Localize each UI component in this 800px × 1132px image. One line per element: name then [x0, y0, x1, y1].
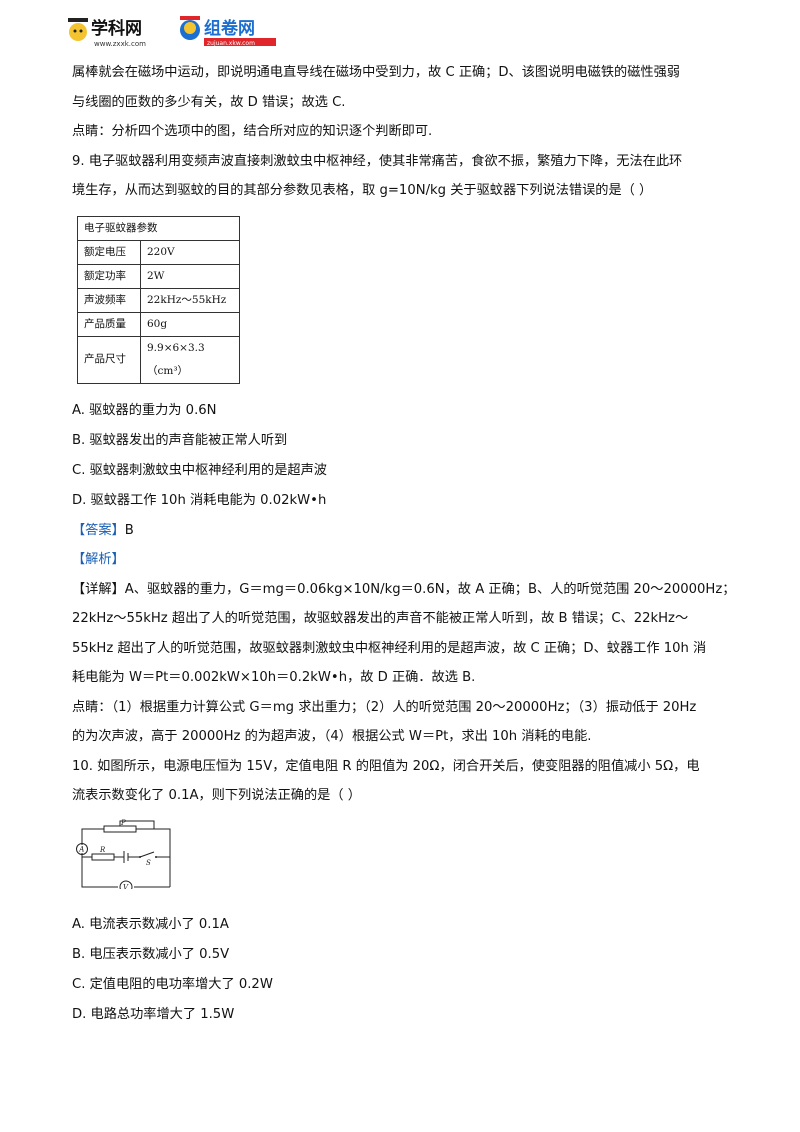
detail-line-2: 22kHz～55kHz 超出了人的听觉范围，故驱蚊器发出的声音不能被正常人听到，…	[72, 611, 689, 626]
q9-option-d: D. 驱蚊器工作 10h 消耗电能为 0.02kW•h	[72, 492, 327, 508]
q10-option-b: B. 电压表示数减小了 0.5V	[72, 947, 230, 962]
svg-text:zujuan.xkw.com: zujuan.xkw.com	[207, 40, 255, 47]
parameter-table: 电子驱蚊器参数 额定电压 220V 额定功率 2W 声波频率 22kHz～55k…	[77, 215, 240, 384]
zxxk-logo: 学科网 www.zxxk.com	[68, 18, 146, 48]
zujuan-logo: 组卷网 zujuan.xkw.com	[180, 16, 276, 47]
row-label: 声波频率	[77, 287, 141, 313]
switch-label: S	[146, 859, 151, 867]
q10-stem-line-2: 流表示数变化了 0.1A，则下列说法正确的是（ ）	[72, 788, 361, 803]
table-row: 产品尺寸 9.9×6×3.3（cm³）	[77, 335, 240, 384]
answer-line: 【答案】B	[72, 516, 732, 546]
svg-text:学科网: 学科网	[91, 18, 142, 39]
row-label: 产品质量	[77, 311, 141, 337]
ammeter-label: A	[78, 845, 84, 853]
q9-stem-line-2: 境生存，从而达到驱蚊的目的其部分参数见表格，取 g=10N/kg 关于驱蚊器下列…	[72, 183, 653, 198]
prev-line-1: 属棒就会在磁场中运动，即说明通电直导线在磁场中受到力，故 C 正确；D、该图说明…	[72, 65, 680, 80]
detail-line-1: 【详解】A、驱蚊器的重力，G＝mg＝0.06kg×10N/kg＝0.6N，故 A…	[72, 575, 732, 605]
analysis-tag: 【解析】	[72, 552, 125, 567]
prev-point: 点睛：分析四个选项中的图，结合所对应的知识逐个判断即可.	[72, 124, 433, 139]
answer-tag: 【答案】	[72, 522, 125, 538]
q10-stem-line-1: 10. 如图所示，电源电压恒为 15V，定值电阻 R 的阻值为 20Ω，闭合开关…	[72, 758, 700, 774]
q9-option-c: C. 驱蚊器刺激蚊虫中枢神经利用的是超声波	[72, 462, 327, 478]
svg-text:www.zxxk.com: www.zxxk.com	[94, 40, 146, 48]
detail-tag: 【详解】	[72, 581, 125, 597]
q10-option-d: D. 电路总功率增大了 1.5W	[72, 1007, 235, 1022]
prev-line-2: 与线圈的匝数的多少有关，故 D 错误；故选 C.	[72, 94, 346, 110]
q10-option-c: C. 定值电阻的电功率增大了 0.2W	[72, 977, 273, 992]
table-row: 额定电压 220V	[77, 239, 240, 265]
document-body: 属棒就会在磁场中运动，即说明通电直导线在磁场中受到力，故 C 正确；D、该图说明…	[72, 58, 732, 1030]
table-row: 额定功率 2W	[77, 263, 240, 289]
row-value: 2W	[140, 263, 240, 289]
q10-option-a: A. 电流表示数减小了 0.1A	[72, 917, 229, 932]
row-value: 60g	[140, 311, 240, 337]
slider-label: P	[120, 819, 126, 827]
row-value: 220V	[140, 239, 240, 265]
q9-option-a: A. 驱蚊器的重力为 0.6N	[72, 402, 217, 418]
row-value: 9.9×6×3.3（cm³）	[140, 335, 240, 384]
answer-value: B	[124, 522, 134, 538]
row-label: 额定电压	[77, 239, 141, 265]
table-row: 产品质量 60g	[77, 311, 240, 337]
detail-text: A、驱蚊器的重力，G＝mg＝0.06kg×10N/kg＝0.6N，故 A 正确；…	[124, 581, 732, 597]
resistor-label: R	[99, 846, 106, 854]
detail-line-4: 耗电能为 W＝Pt＝0.002kW×10h＝0.2kW•h，故 D 正确．故选 …	[72, 670, 476, 685]
row-label: 额定功率	[77, 263, 141, 289]
header-logos: 学科网 www.zxxk.com 组卷网 zujuan.xkw.com	[64, 12, 324, 50]
row-label: 产品尺寸	[77, 335, 141, 384]
svg-text:组卷网: 组卷网	[204, 18, 255, 39]
q9-option-b: B. 驱蚊器发出的声音能被正常人听到	[72, 432, 288, 448]
row-value: 22kHz～55kHz	[140, 287, 240, 313]
voltmeter-label: V	[123, 883, 129, 889]
q9-stem-line-1: 9. 电子驱蚊器利用变频声波直接刺激蚊虫中枢神经，使其非常痛苦，食欲不振，繁殖力…	[72, 153, 683, 169]
circuit-diagram: A V R P S	[76, 819, 171, 893]
detail-line-3: 55kHz 超出了人的听觉范围，故驱蚊器刺激蚊虫中枢神经利用的是超声波，故 C …	[72, 640, 707, 656]
point-line-2: 的为次声波，高于 20000Hz 的为超声波，（4）根据公式 W＝Pt，求出 1…	[72, 729, 592, 744]
point-line-1: 点睛：（1）根据重力计算公式 G＝mg 求出重力；（2）人的听觉范围 20～20…	[72, 699, 697, 715]
table-row: 声波频率 22kHz～55kHz	[77, 287, 240, 313]
table-title: 电子驱蚊器参数	[77, 215, 240, 241]
